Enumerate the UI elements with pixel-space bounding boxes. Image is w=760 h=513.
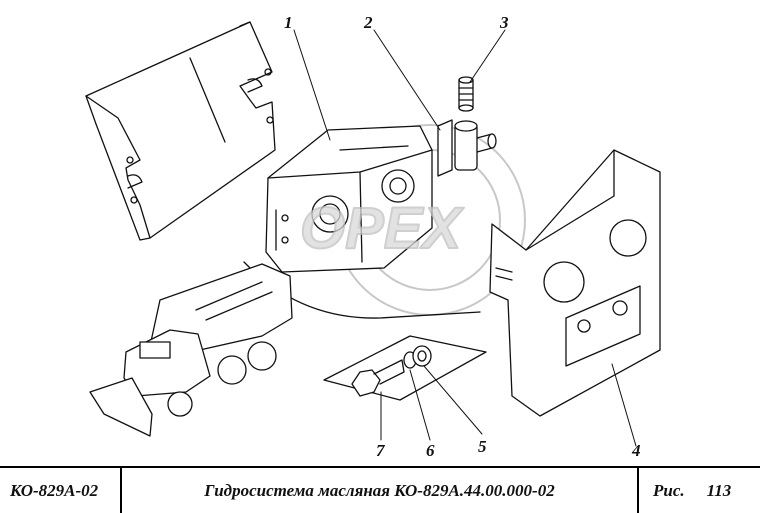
nipple-part — [458, 76, 474, 112]
bolt-and-washers — [323, 335, 487, 401]
watermark-text: OPEX — [300, 196, 464, 261]
document-code: КО-829А-02 — [0, 468, 122, 513]
figure-label: Рис. — [653, 480, 685, 500]
callout-1: 1 — [284, 13, 293, 32]
vehicle-illustration — [89, 263, 293, 437]
protective-cover — [489, 149, 661, 417]
distributor-block — [265, 125, 433, 273]
callout-7: 7 — [376, 441, 386, 460]
callout-5: 5 — [478, 437, 487, 456]
fitting-part — [437, 119, 497, 177]
exploded-assembly-drawing: OPEX 1 2 3 4 5 6 7 — [85, 13, 661, 460]
drawing-title: Гидросистема масляная КО-829А.44.00.000-… — [122, 468, 639, 513]
figure-reference: Рис. 113 — [639, 468, 760, 513]
callout-6: 6 — [426, 441, 435, 460]
title-block: КО-829А-02 Гидросистема масляная КО-829А… — [0, 466, 760, 513]
figure-number: 113 — [706, 480, 732, 500]
callout-4: 4 — [631, 441, 641, 460]
mounting-bracket — [85, 21, 276, 241]
callout-2: 2 — [363, 13, 373, 32]
callout-numbers: 1 2 3 4 5 6 7 — [284, 13, 641, 460]
callout-3: 3 — [499, 13, 509, 32]
leader-lines — [293, 29, 637, 447]
